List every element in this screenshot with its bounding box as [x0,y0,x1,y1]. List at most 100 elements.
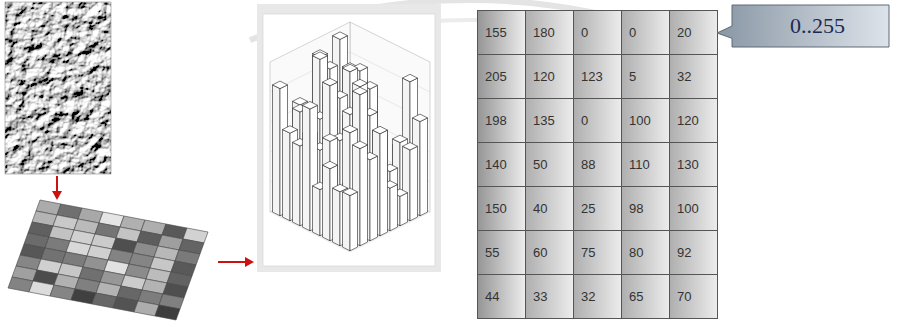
table-cell: 20 [669,10,718,55]
table-cell: 80 [621,230,670,275]
cell-value: 150 [478,201,507,216]
table-cell: 33 [525,274,574,319]
bar-top [403,143,418,151]
table-cell: 110 [621,142,670,187]
cell-value: 32 [574,289,595,304]
pixel-value-table: 1551800020205120123532198135010012014050… [477,10,717,318]
cell-value: 155 [478,25,507,40]
cell-value: 70 [670,289,691,304]
table-cell: 198 [477,98,526,143]
flow-arrowhead [52,191,62,200]
bar-side [323,165,331,241]
cell-value: 0 [574,113,588,128]
table-cell: 55 [477,230,526,275]
chart-panel [257,4,441,272]
table-cell: 60 [525,230,574,275]
cell-value: 100 [670,201,699,216]
surface-photo [5,2,111,174]
bar-side [400,193,408,226]
bar-side [333,188,341,246]
bar-top [343,188,358,196]
table-cell: 100 [621,98,670,143]
bar-top [283,126,298,134]
cell-value: 130 [670,157,699,172]
table-cell: 5 [621,54,670,99]
cell-value: 40 [526,201,547,216]
cell-value: 44 [478,289,499,304]
table-cell: 40 [525,186,574,231]
cell-value: 20 [670,25,691,40]
callout-outline [717,5,889,47]
callout-label: 0..255 [790,13,845,39]
bar-top [323,161,338,169]
range-callout: 0..255 [716,4,890,48]
table-cell: 0 [621,10,670,55]
bar-top [343,125,358,133]
table-cell: 44 [477,274,526,319]
pixel-grid [8,200,208,320]
cell-value: 0 [622,25,636,40]
flow-arrow-line [56,176,58,192]
table-cell: 135 [525,98,574,143]
bar-top [393,135,408,143]
cell-value: 98 [622,201,643,216]
cell-value: 135 [526,113,555,128]
table-cell: 140 [477,142,526,187]
cell-value: 32 [670,69,691,84]
bar-side [350,192,358,251]
bar-top [273,81,288,89]
cell-value: 50 [526,157,547,172]
cell-value: 5 [622,69,636,84]
table-cell: 75 [573,230,622,275]
table-cell: 92 [669,230,718,275]
cell-value: 140 [478,157,507,172]
bar-top [353,141,368,149]
grid-pixel [113,297,138,312]
table-cell: 32 [669,54,718,99]
cell-value: 123 [574,69,603,84]
table-cell: 180 [525,10,574,55]
table-cell: 88 [573,142,622,187]
cell-value: 88 [574,157,595,172]
table-cell: 150 [477,186,526,231]
chart-plot [263,14,435,266]
bar-side [410,146,418,221]
grid-pixel [8,277,33,292]
bar-side [283,130,291,221]
cell-value: 120 [670,113,699,128]
bar-side [390,185,398,231]
flow-arrowhead [245,257,254,267]
table-cell: 0 [573,10,622,55]
table-cell: 130 [669,142,718,187]
photo-frame [5,2,111,174]
bar-side [380,130,388,236]
grid-pixel [50,285,75,300]
cell-value: 25 [574,201,595,216]
cell-value: 120 [526,69,555,84]
cell-value: 55 [478,245,499,260]
table-cell: 100 [669,186,718,231]
cell-value: 198 [478,113,507,128]
bar-side [370,156,378,241]
bar-top [403,74,418,82]
table-cell: 98 [621,186,670,231]
table-cell: 205 [477,54,526,99]
grid-pixel [29,281,54,296]
cell-value: 33 [526,289,547,304]
grid-pixel [71,289,96,304]
table-cell: 25 [573,186,622,231]
table-cell: 70 [669,274,718,319]
bar-top [323,134,338,142]
table-cell: 65 [621,274,670,319]
cell-value: 110 [622,157,650,172]
bar-top [353,87,368,95]
bar-top [333,32,348,40]
cell-value: 205 [478,69,507,84]
cell-value: 92 [670,245,691,260]
grid-pixel [155,305,180,320]
bar-top [373,126,388,134]
bar-top [353,79,368,87]
bar-side [360,145,368,246]
